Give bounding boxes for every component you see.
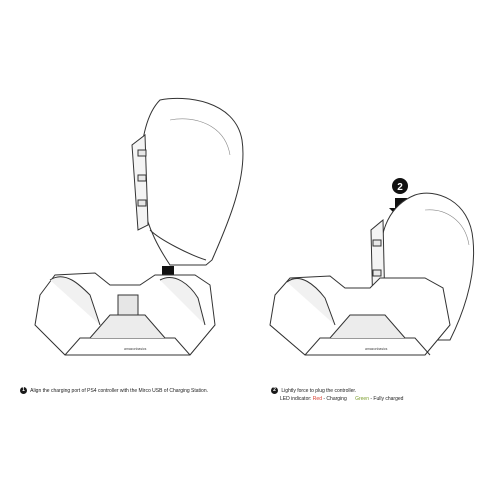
step-1-text: Align the charging port of PS4 controlle…: [30, 387, 208, 394]
brand-label: amazonbasics: [124, 347, 147, 351]
step-1-number: 1: [20, 387, 27, 394]
led-green-label: Green: [355, 396, 369, 402]
led-red-label: Red: [312, 396, 322, 402]
step-2-badge: 2: [392, 178, 408, 194]
controller-drawing: [131, 97, 244, 266]
led-indicator-line: LED indicator: Red - Charging Green - Fu…: [280, 396, 403, 402]
charging-dock-drawing: [269, 275, 451, 356]
led-label: LED indicator:: [280, 396, 312, 402]
charging-dock-drawing: [34, 272, 216, 356]
step-2-number: 2: [271, 387, 278, 394]
step-2-illustration: 2 amazonbasics: [265, 160, 485, 410]
led-red-state: - Charging: [323, 396, 347, 402]
brand-label: amazonbasics: [365, 347, 388, 351]
step-2-text: Lightly force to plug the controller.: [281, 387, 357, 394]
step-1-illustration: 1 amazonbasics: [20, 80, 245, 410]
step-1-caption: 1 Align the charging port of PS4 control…: [20, 387, 208, 395]
step-2-caption: 2 Lightly force to plug the controller.: [271, 387, 356, 395]
led-green-state: - Fully charged: [370, 396, 404, 402]
svg-text:2: 2: [397, 182, 403, 193]
